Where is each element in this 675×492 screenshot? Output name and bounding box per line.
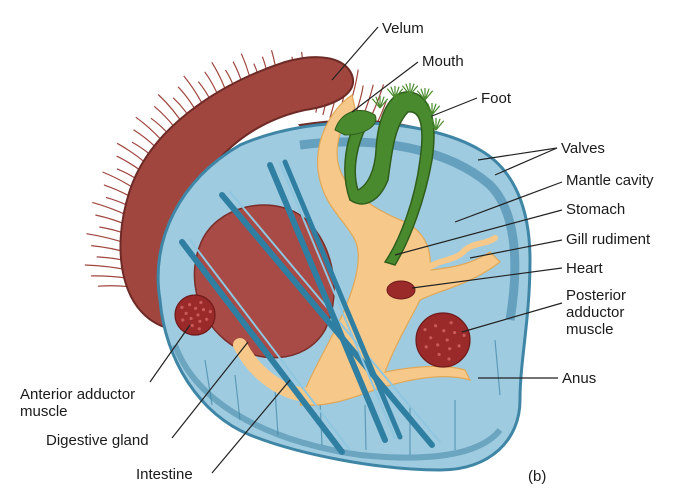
posterior-adductor-muscle [416,313,470,367]
muscle-fiber-dot [458,344,461,347]
label-gill-rudiment: Gill rudiment [566,231,650,248]
muscle-fiber-dot [450,321,453,324]
muscle-fiber-dot [446,338,449,341]
muscle-fiber-dot [442,329,445,332]
muscle-fiber-dot [180,306,183,309]
label-mantle-cavity: Mantle cavity [566,172,654,189]
heart [387,281,415,299]
muscle-fiber-dot [205,318,208,321]
label-intestine: Intestine [136,466,193,483]
label-stomach: Stomach [566,201,625,218]
muscle-fiber-dot [198,320,201,323]
panel-label: (b) [528,468,546,485]
muscle-fiber-dot [423,328,426,331]
muscle-fiber-dot [188,303,191,306]
label-velum: Velum [382,20,424,37]
muscle-fiber-dot [429,336,432,339]
label-heart: Heart [566,260,603,277]
muscle-fiber-dot [196,313,199,316]
label-valves: Valves [561,140,605,157]
label-foot: Foot [481,90,511,107]
muscle-fiber-dot [190,317,193,320]
label-digestive-gland: Digestive gland [46,432,149,449]
muscle-fiber-dot [181,318,184,321]
muscle-fiber-dot [448,347,451,350]
muscle-fiber-dot [425,345,428,348]
muscle-fiber-dot [199,301,202,304]
muscle-fiber-dot [434,324,437,327]
muscle-fiber-dot [185,312,188,315]
label-anterior-adductor-muscle: Anterior adductor muscle [20,386,135,420]
muscle-fiber-dot [202,308,205,311]
muscle-fiber-dot [453,331,456,334]
label-posterior-adductor-muscle: Posterior adductor muscle [566,287,626,338]
muscle-fiber-dot [438,353,441,356]
muscle-fiber-dot [209,310,212,313]
muscle-fiber-dot [194,307,197,310]
label-mouth: Mouth [422,53,464,70]
anterior-adductor-muscle [175,295,215,335]
muscle-fiber-dot [447,357,450,360]
muscle-fiber-dot [436,343,439,346]
muscle-fiber-dot [463,334,466,337]
muscle-fiber-dot [191,324,194,327]
muscle-fiber-dot [198,327,201,330]
label-anus: Anus [562,370,596,387]
